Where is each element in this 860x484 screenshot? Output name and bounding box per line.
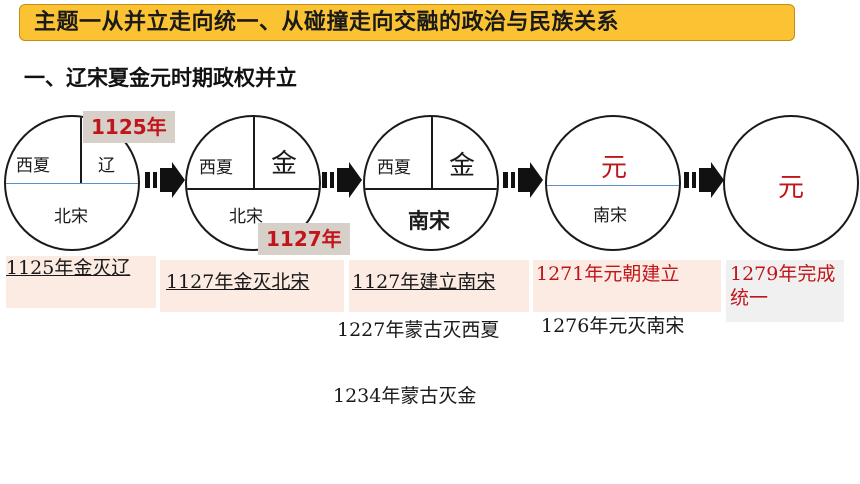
event-note-1276: 1276年元灭南宋: [541, 315, 685, 337]
vertical-divider: [431, 117, 433, 188]
year-badge-1125: 1125年: [83, 111, 175, 143]
right-arrow-icon: [684, 162, 724, 198]
region-label-nansong: 南宋: [593, 206, 627, 226]
circle-stage-4: 元 南宋: [545, 115, 681, 251]
region-label-liao: 辽: [98, 156, 115, 176]
region-label-nansong: 南宋: [408, 209, 450, 233]
page-title: 主题一从并立走向统一、从碰撞走向交融的政治与民族关系: [19, 4, 795, 41]
horizontal-divider: [547, 185, 679, 186]
circle-stage-5: 元: [723, 115, 859, 251]
event-note-1227: 1227年蒙古灭西夏: [337, 319, 500, 341]
horizontal-divider: [187, 188, 319, 190]
vertical-divider: [253, 117, 255, 188]
region-label-beisong: 北宋: [54, 207, 88, 227]
circle-stage-3: 西夏 金 南宋: [363, 115, 499, 251]
horizontal-divider: [365, 188, 497, 190]
region-label-yuan: 元: [601, 153, 628, 183]
region-label-xixia: 西夏: [199, 158, 233, 178]
event-note-1125: 1125年金灭辽: [6, 256, 156, 308]
region-label-jin: 金: [271, 149, 298, 179]
year-badge-1127: 1127年: [258, 223, 350, 255]
event-note-1279: 1279年完成统一: [726, 260, 844, 322]
event-note-1127-nansong: 1127年建立南宋: [349, 260, 529, 312]
region-label-xixia: 西夏: [16, 156, 50, 176]
right-arrow-icon: [503, 162, 543, 198]
section-heading: 一、辽宋夏金元时期政权并立: [24, 66, 297, 90]
right-arrow-icon: [322, 162, 362, 198]
region-label-jin: 金: [449, 151, 476, 181]
horizontal-divider: [6, 183, 138, 184]
right-arrow-icon: [145, 162, 185, 198]
event-note-1127-beisong: 1127年金灭北宋: [160, 260, 344, 312]
region-label-xixia: 西夏: [377, 158, 411, 178]
event-note-1234: 1234年蒙古灭金: [333, 385, 477, 407]
region-label-beisong: 北宋: [229, 207, 263, 227]
region-label-yuan: 元: [778, 173, 805, 203]
event-note-1271: 1271年元朝建立: [533, 260, 721, 312]
vertical-divider: [80, 117, 82, 183]
